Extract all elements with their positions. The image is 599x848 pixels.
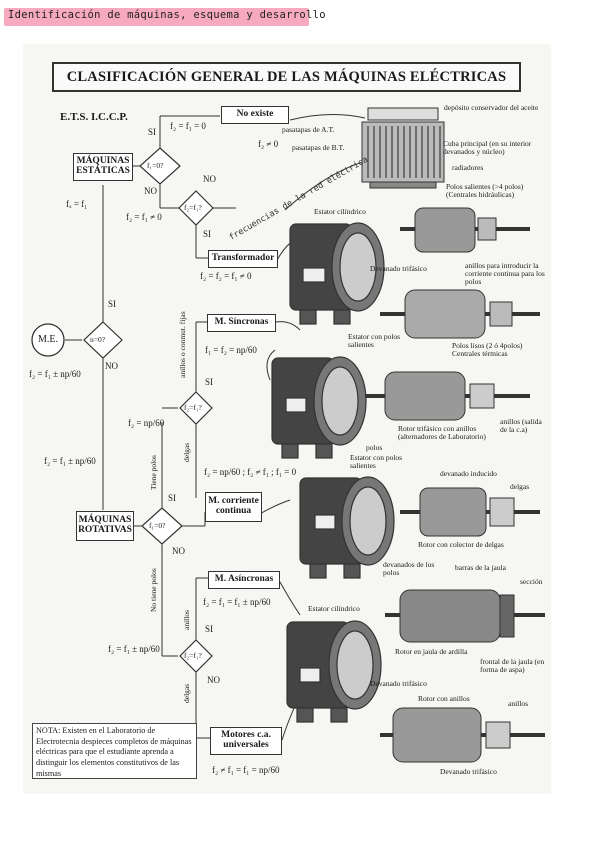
annotation: Estator con polos salientes bbox=[348, 332, 401, 349]
handwritten-title-highlight: Identificación de máquinas, esquema y de… bbox=[4, 8, 326, 26]
formula-dc: f₂ = np/60 ; f₂ ≠ f₁ ; f₁ = 0 bbox=[204, 467, 297, 477]
me-label: M.E. bbox=[38, 334, 58, 345]
formula-fx-f1: fₓ = f₁ bbox=[66, 199, 88, 209]
formula-f2-f1-0: f₂ = f₁ = 0 bbox=[170, 121, 206, 131]
handwritten-title: Identificación de máquinas, esquema y de… bbox=[8, 9, 326, 21]
box-m-sincronas: M. Síncronas bbox=[207, 314, 276, 332]
transformer-drawing bbox=[361, 107, 445, 189]
label-no: NO bbox=[105, 361, 118, 371]
label-si: SI bbox=[168, 493, 177, 503]
document-title: CLASIFICACIÓN GENERAL DE LAS MÁQUINAS EL… bbox=[52, 62, 521, 92]
decision-f1-zero-mid: f₁=0? bbox=[149, 521, 166, 530]
annotation: Polos lisos (2 ó 4polos) Centrales térmi… bbox=[452, 341, 523, 358]
box-no-existe: No existe bbox=[221, 106, 289, 124]
side-label-anillos: anillos bbox=[182, 610, 191, 630]
box-motores-universales: Motores c.a. universales bbox=[210, 727, 282, 755]
annotation: delgas bbox=[510, 482, 530, 491]
formula-asincronas: f₂ = f₁ = f₁ ± np/60 bbox=[203, 597, 271, 607]
formula-transformer: f₂ = f₂ = f₁ ≠ 0 bbox=[200, 271, 252, 281]
annotation: frontal de la jaula (en forma de aspa) bbox=[480, 657, 545, 674]
annotation: anillos bbox=[508, 699, 528, 708]
annotation: radiadores bbox=[452, 163, 484, 172]
annotation: Devanado trifásico bbox=[370, 264, 427, 273]
side-label-tiene-polos: Tiene polos bbox=[149, 455, 158, 490]
annotation: sección bbox=[520, 577, 543, 586]
decision-f2-f1-mid: f₂=f₁? bbox=[184, 403, 202, 412]
annotation: Cuba principal (en su interior devanados… bbox=[443, 139, 532, 156]
formula-me: f₂ = f₁ ± np/60 bbox=[29, 369, 81, 379]
side-label-anillos-conmut: anillos o conmut. fijas bbox=[178, 311, 187, 378]
note-box: NOTA: Existen en el Laboratorio de Elect… bbox=[32, 723, 197, 779]
annotation: polos bbox=[366, 443, 383, 452]
annotation: Polos salientes (>4 polos) (Centrales hi… bbox=[446, 182, 524, 199]
annotation: Rotor en jaula de ardilla bbox=[395, 647, 468, 656]
box-transformador: Transformador bbox=[208, 250, 278, 268]
formula-sincronas: f₁ = f₂ = np/60 bbox=[205, 345, 257, 355]
annotation: Devanado trifásico bbox=[440, 767, 497, 776]
label-si: SI bbox=[148, 127, 157, 137]
label-si: SI bbox=[203, 229, 212, 239]
annotation: anillos para introducir la corriente con… bbox=[465, 261, 545, 286]
annotation: pasatapas de B.T. bbox=[292, 143, 345, 152]
annotation: Estator cilíndrico bbox=[308, 604, 360, 613]
annotation: Rotor trifásico con anillos (alternadore… bbox=[398, 424, 486, 441]
decision-n0: n=0? bbox=[90, 335, 106, 344]
side-label-delgas-low: delgas bbox=[182, 683, 191, 703]
annotation: pasatapas de A.T. bbox=[282, 125, 335, 134]
formula-universales: f₂ ≠ f₁ = f₁ = np/60 bbox=[212, 765, 280, 775]
formula-sync-mid: f₂ = np/60 bbox=[128, 418, 165, 428]
decision-f2-f1-low: f₂=f₁? bbox=[184, 651, 202, 660]
school-label: E.T.S. I.C.C.P. bbox=[60, 111, 128, 123]
machine-rotors bbox=[365, 207, 545, 763]
annotation: Devanado trifásico bbox=[370, 679, 427, 688]
label-si: SI bbox=[108, 299, 117, 309]
machine-stators bbox=[271, 222, 395, 723]
label-si: SI bbox=[205, 624, 214, 634]
me-circle bbox=[31, 323, 65, 357]
label-no: NO bbox=[207, 675, 220, 685]
annotation: devanado inducido bbox=[440, 469, 497, 478]
decision-f1-zero-top: f₁=0? bbox=[147, 161, 164, 170]
box-m-asincronas: M. Asíncronas bbox=[208, 571, 280, 589]
annotation: Rotor con anillos bbox=[418, 694, 470, 703]
formula-rotativas: f₂ = f₁ ± np/60 bbox=[44, 456, 96, 466]
side-label-delgas: delgas bbox=[182, 442, 191, 462]
annotation: Estator con polos salientes bbox=[350, 453, 403, 470]
annotation: anillos (salida de la c.a) bbox=[500, 417, 542, 434]
annotation: Estator cilíndrico bbox=[314, 207, 366, 216]
box-m-corriente-continua: M. corriente continua bbox=[205, 492, 262, 522]
box-maquinas-rotativas: MÁQUINAS ROTATIVAS bbox=[76, 511, 134, 541]
label-si: SI bbox=[205, 377, 214, 387]
decision-f2-f1-top: f₂=f₁? bbox=[184, 203, 202, 212]
decision-diamonds bbox=[83, 147, 214, 673]
label-no: NO bbox=[144, 186, 157, 196]
annotation: devanados de los polos bbox=[383, 560, 435, 577]
formula-f2-eq-f1-ne0: f₂ = f₁ ≠ 0 bbox=[126, 212, 162, 222]
annotation: barras de la jaula bbox=[455, 563, 507, 572]
box-maquinas-estaticas: MÁQUINAS ESTÁTICAS bbox=[73, 153, 133, 181]
label-no: NO bbox=[203, 174, 216, 184]
label-no: NO bbox=[172, 546, 185, 556]
formula-async-left: f₂ = f₁ ± np/60 bbox=[108, 644, 160, 654]
annotation: Rotor con colector de delgas bbox=[418, 540, 504, 549]
side-label-no-tiene-polos: No tiene polos bbox=[149, 568, 158, 612]
formula-f2-ne-0: f₂ ≠ 0 bbox=[258, 139, 279, 149]
annotation: depósito conservador del aceite bbox=[444, 103, 539, 112]
